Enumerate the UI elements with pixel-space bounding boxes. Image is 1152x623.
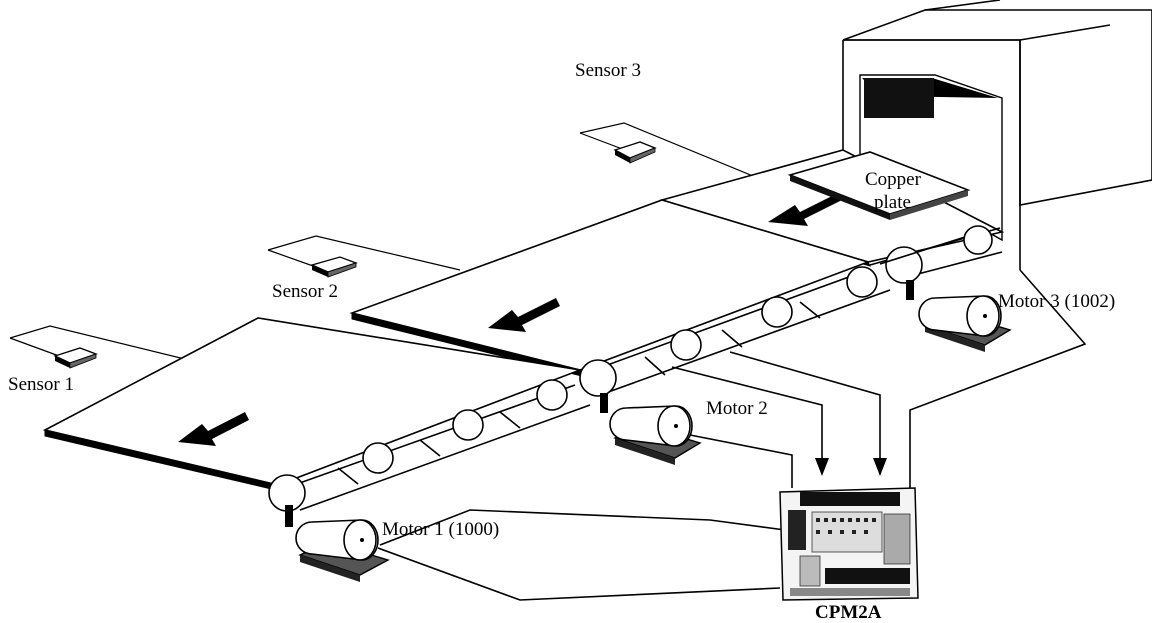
- motor-1-label: Motor 1 (1000): [382, 519, 499, 540]
- motor-3: [906, 280, 1012, 352]
- motor-2: [600, 393, 702, 465]
- sensor-3: [579, 122, 771, 184]
- controller-label: CPM2A: [815, 602, 882, 623]
- motor-2-label: Motor 2: [706, 398, 768, 419]
- sensor-1-label: Sensor 1: [8, 374, 74, 395]
- sensor-2: [267, 235, 461, 278]
- sensor-1: [9, 325, 206, 369]
- copper-plate-label-line1: Copper: [865, 169, 922, 190]
- furnace-box: [842, 0, 1152, 270]
- copper-plate: [787, 151, 971, 220]
- wiring: [377, 269, 1087, 601]
- cpm2a-controller: [779, 487, 919, 601]
- conveyor-1: [42, 317, 591, 512]
- sensor-2-label: Sensor 2: [272, 281, 338, 302]
- motor-1: [285, 505, 390, 582]
- copper-plate-label-line2: plate: [874, 192, 911, 213]
- sensor-3-label: Sensor 3: [575, 60, 641, 81]
- motor-3-label: Motor 3 (1002): [998, 291, 1115, 312]
